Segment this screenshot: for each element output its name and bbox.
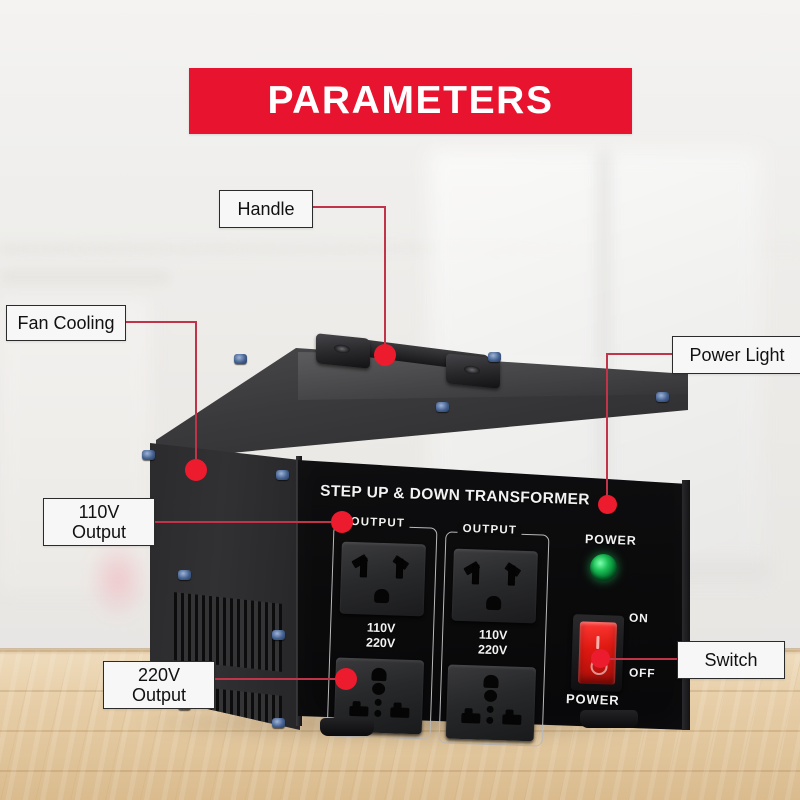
switch-off-label: OFF [628, 665, 656, 681]
callout-handle-marker [374, 344, 396, 366]
callout-switch[interactable]: Switch [677, 641, 785, 679]
screw-icon [436, 402, 449, 412]
callout-power-light-leader [606, 353, 674, 355]
screw-icon [276, 470, 289, 480]
socket-slot [507, 565, 516, 586]
callout-output-220v-line2: Output [131, 685, 187, 705]
socket-slot [359, 557, 368, 578]
cooling-vent-grille [174, 592, 282, 672]
callout-switch-leader [598, 658, 678, 660]
voltage-line-2: 220V [477, 642, 508, 658]
callout-fan-cooling-label: Fan Cooling [17, 312, 115, 333]
rubber-foot [580, 710, 638, 728]
callout-output-220v-marker [335, 668, 357, 690]
rubber-foot [320, 718, 374, 736]
callout-output-110v-marker [331, 511, 353, 533]
callout-handle-leader [384, 206, 386, 354]
socket-ground-pin [373, 588, 390, 604]
background-pink-accent [88, 540, 148, 620]
callout-output-110v-line1: 110V [78, 502, 120, 522]
callout-power-light-label: Power Light [689, 344, 785, 365]
socket-slot [352, 701, 361, 716]
screw-icon [234, 354, 247, 364]
us-socket-110v-220v[interactable] [339, 541, 426, 617]
callout-fan-cooling-leader [195, 321, 197, 467]
socket-slot [374, 709, 382, 718]
callout-power-light-leader [606, 353, 608, 503]
socket-slot [483, 689, 498, 703]
voltage-line-1: 110V [478, 627, 508, 643]
callout-output-220v-leader [213, 678, 343, 680]
callout-fan-cooling-marker [185, 459, 207, 481]
switch-power-label: POWER [565, 691, 620, 708]
callout-handle-leader [311, 206, 386, 208]
background-shelf [0, 272, 170, 282]
socket-ground-pin [485, 595, 502, 611]
callout-output-110v-line2: Output [71, 522, 127, 542]
socket-slot [374, 698, 382, 707]
socket-slot [505, 709, 514, 724]
socket-slot [393, 702, 402, 717]
voltage-line-2: 220V [365, 635, 396, 651]
socket-slot [371, 682, 386, 696]
output-group-label: OUTPUT [345, 515, 411, 530]
us-socket-110v-220v[interactable] [451, 548, 538, 624]
front-right-edge [682, 480, 690, 730]
callout-output-220v[interactable]: 220V Output [103, 661, 215, 709]
callout-power-light[interactable]: Power Light [672, 336, 800, 374]
banner-title: PARAMETERS [267, 79, 554, 122]
voltage-line-1: 110V [366, 620, 396, 636]
screw-icon [272, 630, 285, 640]
callout-output-110v-leader [153, 521, 337, 523]
output-group-1: OUTPUT 110V 220V [326, 515, 438, 740]
front-top-edge [298, 450, 688, 456]
socket-slot [486, 716, 494, 725]
callout-output-110v[interactable]: 110V Output [43, 498, 155, 546]
callout-switch-label: Switch [704, 649, 758, 670]
callout-handle[interactable]: Handle [219, 190, 313, 228]
carry-handle[interactable] [316, 330, 508, 396]
callout-output-220v-line1: 220V [137, 665, 181, 685]
callout-power-light-marker [598, 495, 617, 514]
handle-mount-hole [464, 365, 480, 375]
socket-slot [395, 558, 404, 579]
background-ceiling-line [0, 246, 800, 252]
callout-fan-cooling-leader [124, 321, 196, 323]
socket-slot [483, 674, 499, 689]
power-led-icon [590, 554, 617, 581]
switch-on-label: ON [628, 610, 649, 626]
socket-slot [464, 708, 473, 723]
screw-icon [656, 392, 669, 402]
screw-icon [272, 718, 285, 728]
callout-fan-cooling[interactable]: Fan Cooling [6, 305, 126, 341]
handle-mount-hole [334, 344, 350, 354]
screw-icon [178, 570, 191, 580]
output-group-label: OUTPUT [457, 522, 523, 537]
universal-socket[interactable] [445, 664, 537, 742]
callout-handle-label: Handle [237, 198, 295, 219]
screw-icon [142, 450, 155, 460]
screw-icon [488, 352, 501, 362]
socket-voltage-label: 110V 220V [330, 619, 431, 652]
parameters-banner: PARAMETERS [189, 68, 632, 134]
power-indicator-label: POWER [584, 532, 637, 548]
callout-switch-marker [591, 649, 610, 668]
output-group-2: OUTPUT 110V 220V [438, 522, 550, 747]
socket-slot [471, 564, 480, 585]
switch-on-marking-icon [596, 635, 600, 650]
socket-slot [371, 667, 387, 682]
socket-voltage-label: 110V 220V [442, 626, 543, 659]
socket-slot [486, 705, 494, 714]
handle-mount-left [316, 333, 370, 369]
